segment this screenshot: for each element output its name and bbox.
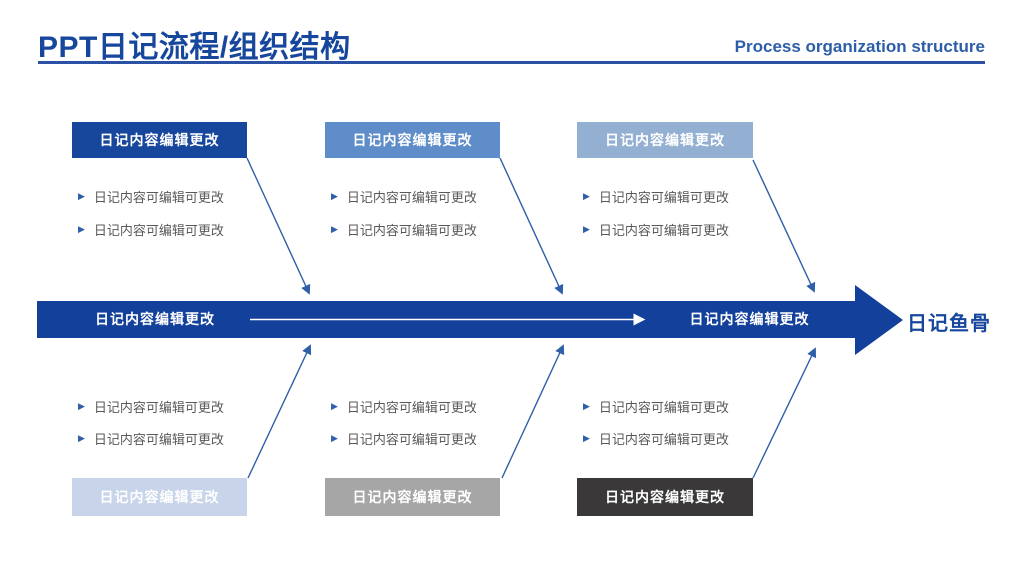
branch-connector-line <box>247 344 312 479</box>
spine-right-label: 日记内容编辑更改 <box>689 311 810 327</box>
bullet-text: 日记内容可编辑可更改 <box>346 222 477 238</box>
branch-connector-line <box>752 159 816 293</box>
bullet-arrow-icon: ▶ <box>331 190 338 201</box>
bullet-arrow-icon: ▶ <box>583 223 590 234</box>
bullet-text: 日记内容可编辑可更改 <box>93 189 224 205</box>
bullet-arrow-icon: ▶ <box>583 432 590 443</box>
bullet-arrow-icon: ▶ <box>331 223 338 234</box>
branch-connector-line <box>499 157 564 295</box>
tail-label: 日记鱼骨 <box>907 313 991 335</box>
list-item: ▶ 日记内容可编辑可更改 <box>78 398 224 415</box>
bullet-text: 日记内容可编辑可更改 <box>598 399 729 415</box>
bullet-arrow-icon: ▶ <box>78 432 85 443</box>
list-item: ▶ 日记内容可编辑可更改 <box>583 430 729 447</box>
bullet-text: 日记内容可编辑可更改 <box>346 431 477 447</box>
list-item: ▶ 日记内容可编辑可更改 <box>583 398 729 415</box>
bullet-text: 日记内容可编辑可更改 <box>93 431 224 447</box>
list-item: ▶ 日记内容可编辑可更改 <box>583 221 729 238</box>
list-item: ▶ 日记内容可编辑可更改 <box>331 398 477 415</box>
bullet-arrow-icon: ▶ <box>331 400 338 411</box>
branch-box-bottom-1: 日记内容编辑更改 <box>72 478 247 516</box>
bullet-text: 日记内容可编辑可更改 <box>93 399 224 415</box>
branch-box-top-1: 日记内容编辑更改 <box>72 122 247 158</box>
list-item: ▶ 日记内容可编辑可更改 <box>78 188 224 205</box>
list-item: ▶ 日记内容可编辑可更改 <box>78 430 224 447</box>
bullet-arrow-icon: ▶ <box>78 190 85 201</box>
branch-connector-line <box>246 157 311 295</box>
bullet-text: 日记内容可编辑可更改 <box>598 222 729 238</box>
branch-box-bottom-3: 日记内容编辑更改 <box>577 478 753 516</box>
spine-arrowhead-icon <box>855 285 903 355</box>
bullet-arrow-icon: ▶ <box>331 432 338 443</box>
list-item: ▶ 日记内容可编辑可更改 <box>331 430 477 447</box>
bullet-arrow-icon: ▶ <box>583 190 590 201</box>
list-item: ▶ 日记内容可编辑可更改 <box>331 221 477 238</box>
list-item: ▶ 日记内容可编辑可更改 <box>331 188 477 205</box>
list-item: ▶ 日记内容可编辑可更改 <box>78 221 224 238</box>
branch-box-bottom-2: 日记内容编辑更改 <box>325 478 500 516</box>
page-title: PPT日记流程/组织结构 <box>38 31 351 64</box>
spine-bar: 日记内容编辑更改 日记内容编辑更改 <box>37 301 855 338</box>
page-subtitle: Process organization structure <box>734 37 985 56</box>
bullet-arrow-icon: ▶ <box>78 400 85 411</box>
list-item: ▶ 日记内容可编辑可更改 <box>583 188 729 205</box>
bullet-arrow-icon: ▶ <box>583 400 590 411</box>
bullet-text: 日记内容可编辑可更改 <box>598 189 729 205</box>
bullet-arrow-icon: ▶ <box>78 223 85 234</box>
branch-connector-line <box>501 344 565 479</box>
spine-left-label: 日记内容编辑更改 <box>95 311 215 327</box>
bullet-text: 日记内容可编辑可更改 <box>346 189 477 205</box>
bullet-text: 日记内容可编辑可更改 <box>598 431 729 447</box>
branch-box-top-3: 日记内容编辑更改 <box>577 122 753 158</box>
branch-box-top-2: 日记内容编辑更改 <box>325 122 500 158</box>
header-divider <box>38 61 985 64</box>
branch-connector-line <box>752 347 817 479</box>
bullet-text: 日记内容可编辑可更改 <box>93 222 224 238</box>
bullet-text: 日记内容可编辑可更改 <box>346 399 477 415</box>
